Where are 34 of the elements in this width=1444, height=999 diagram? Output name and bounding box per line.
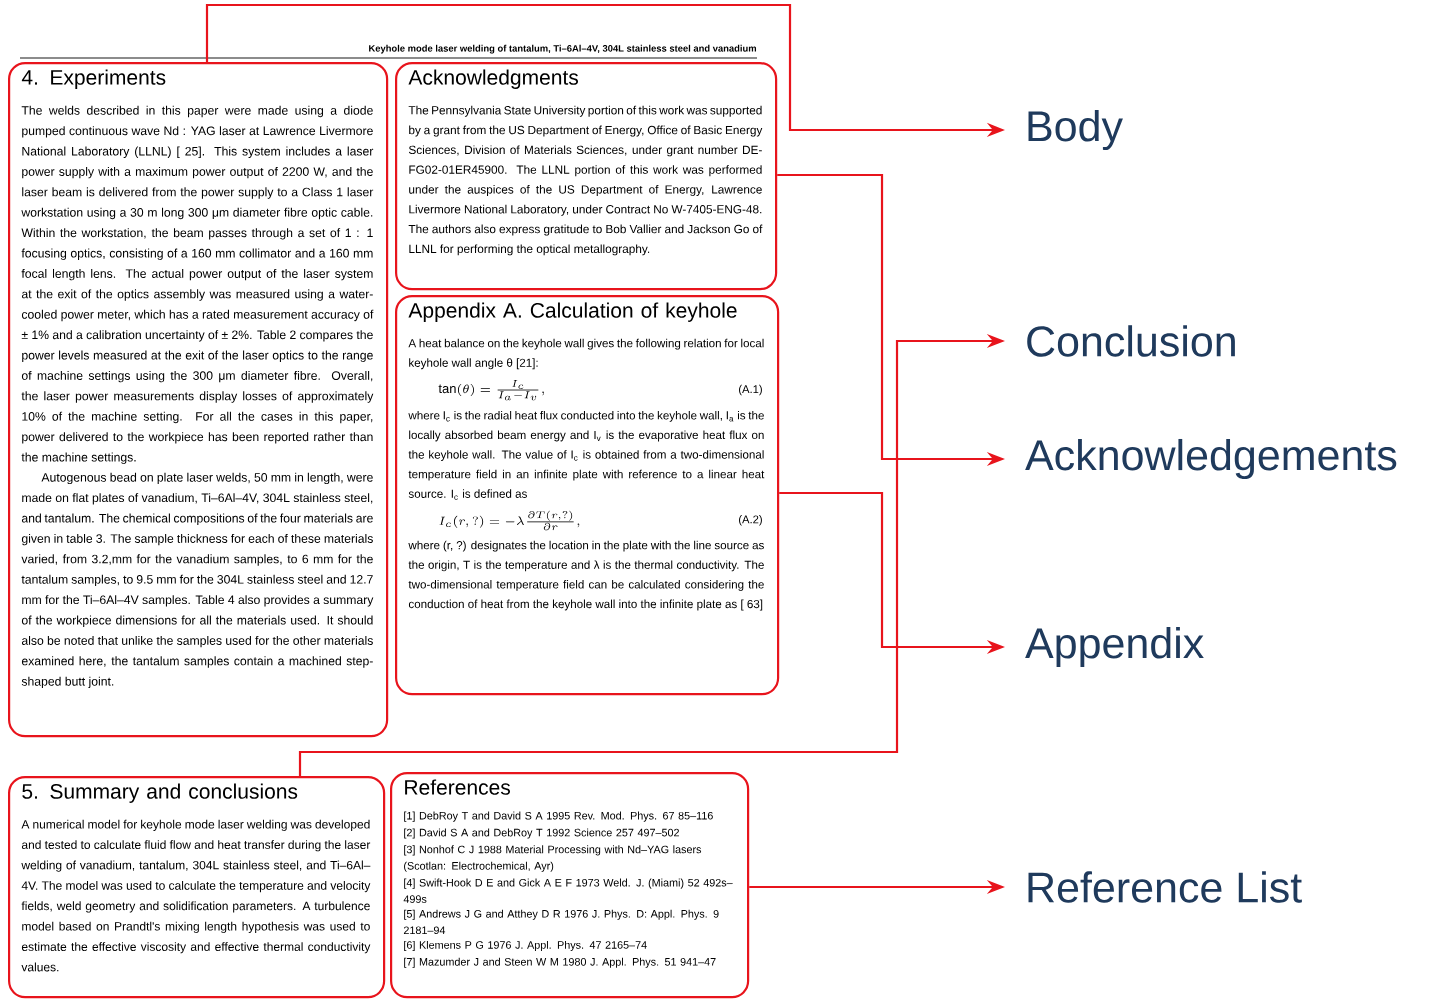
- paragraph: where (r, ?) designates the location in the plate with the line source as the origin, T is the temperature and λ is the thermal conductivity. The two-dimensional temperature field can be calculated considering the conduction of heat from the keyhole wall into the infinite plate as [ 63]: [408, 540, 764, 611]
- category-label: Body: [1028, 109, 1123, 151]
- equation: $I_c(r, ?) = -\lambda \frac{\partial T(r, ?)}{\partial r},$: [439, 510, 580, 531]
- section-heading: Acknowledgments: [408, 69, 579, 89]
- category-label: Appendix: [1025, 626, 1204, 668]
- reference-entry: [6] Klemens P G 1976 J. Appl. Phys. 47 2165–74: [404, 940, 647, 951]
- reference-entry: [3] Nonhof C J 1988 Material Processing with Nd–YAG lasers (Scotlan: Electrochemical, Ayr): [404, 845, 702, 872]
- equation-number: (A.1): [739, 384, 762, 396]
- paragraph: A heat balance on the keyhole wall gives the following relation for local keyhole wall angle θ [21]:: [408, 338, 764, 370]
- section-box: [395, 62, 778, 291]
- section-box: [390, 772, 750, 999]
- section-heading: 4. Experiments: [21, 69, 166, 89]
- category-label: Reference List: [1028, 871, 1302, 903]
- reference-entry: [4] Swift-Hook D E and Gick A E F 1973 Weld. J. (Miami) 52 492s–499s: [403, 878, 733, 903]
- equation-number: (A.2): [739, 515, 762, 526]
- paragraph: The Pennsylvania State University portion of this work was supported by a grant from the US Department of Energy, Office of Basic Energy Sciences, Division of Materials Sciences, under grant number DE-FG02-01ER45900. The LLNL portion of this work was performed under the auspices of the US Department of Energy, Lawrence Livermore National Laboratory, under Contract No W-7405-ENG-48. The authors also express gratitude to Bob Vallier and Jackson Go of LLNL for performing the optical metallography.: [408, 105, 763, 256]
- section-heading: References: [405, 779, 510, 795]
- running-header: Keyhole mode laser welding of tantalum, Ti–6Al–4V, 304L stainless steel and vanadium: [369, 44, 756, 54]
- paragraph: where I$_{c}$ is the radial heat flux conducted into the keyhole wall, I$_{a}$ is the locally absorbed beam energy and I$_{v}$ is the evaporative heat flux on the keyhole wall. The value of I$_{c}$ is obtained from a two-dimensional temperature field in an infinite plate with reference to a linear heat source. I$_{c}$ is defined as: [408, 410, 765, 500]
- reference-entry: [5] Andrews J G and Atthey D R 1976 J. Phys. D: Appl. Phys. 9 2181–94: [403, 909, 719, 935]
- reference-entry: [7] Mazumder J and Steen W M 1980 J. Appl. Phys. 51 941–47: [404, 957, 716, 968]
- section-heading: 5. Summary and conclusions: [22, 783, 298, 803]
- section-box: [8, 62, 389, 738]
- paragraph: The welds described in this paper were made using a diode pumped continuous wave Nd : YAG laser at Lawrence Livermore National Laboratory (LLNL) [ 25]. This system includes a laser power supply with a maximum power output of 2200 W, and the laser beam is delivered from the power supply to a Class 1 laser workstation using a 30 m long 300 μm diameter fibre optic cable. Within the workstation, the beam passes through a set of 1 : 1 focusing optics, consisting of a 160 mm collimator and a 160 mm focal length lens. The actual power output of the laser system at the exit of the optics assembly was measured using a water-cooled power meter, which has a rated measurement accuracy of ± 1% and a calibration uncertainty of ± 2%. Table 2 compares the power levels measured at the exit of the laser optics to the range of machine settings using the 300 μm diameter fibre. Overall, the laser power measurements display losses of approximately 10% of the machine setting. For all the cases in this paper, power delivered to the workpiece has been reported rather than the machine settings.: [21, 105, 374, 464]
- equation: $\tan(\theta) = \frac{I_c}{I_a - I_v},$: [438, 380, 544, 401]
- section-heading: Appendix A. Calculation of keyhole: [408, 302, 737, 322]
- section-box: [8, 776, 386, 999]
- reference-entry: [2] David S A and DebRoy T 1992 Science 257 497–502: [404, 828, 679, 839]
- section-box: [395, 295, 780, 696]
- paragraph: A numerical model for keyhole mode laser welding was developed and tested to calculate fluid flow and heat transfer during the laser welding of vanadium, tantalum, 304L stainless steel, and Ti–6Al–4V. The model was used to calculate the temperature and velocity fields, weld geometry and solidification parameters. A turbulence model based on Prandtl's mixing length hypothesis was used to estimate the effective viscosity and effective thermal conductivity values.: [21, 819, 371, 972]
- category-label: Conclusion: [1027, 325, 1235, 357]
- reference-entry: [1] DebRoy T and David S A 1995 Rev. Mod. Phys. 67 85–116: [404, 811, 713, 822]
- category-label: Acknowledgements: [1025, 438, 1397, 480]
- paragraph: Autogenous bead on plate laser welds, 50 mm in length, were made on flat plates of vanadium, Ti–6Al–4V, 304L stainless steel, and tantalum. The chemical compositions of the four materials are given in table 3. The sample thickness for each of these materials varied, from 3.2,mm for the vanadium samples, to 6 mm for the tantalum samples, to 9.5 mm for the 304L stainless steel and 12.7 mm for the Ti–6Al–4V samples. Table 4 also provides a summary of the workpiece dimensions for all the materials used. It should also be noted that unlike the samples used for the other materials examined here, the tantalum samples contain a machined step-shaped butt joint.: [21, 472, 374, 689]
